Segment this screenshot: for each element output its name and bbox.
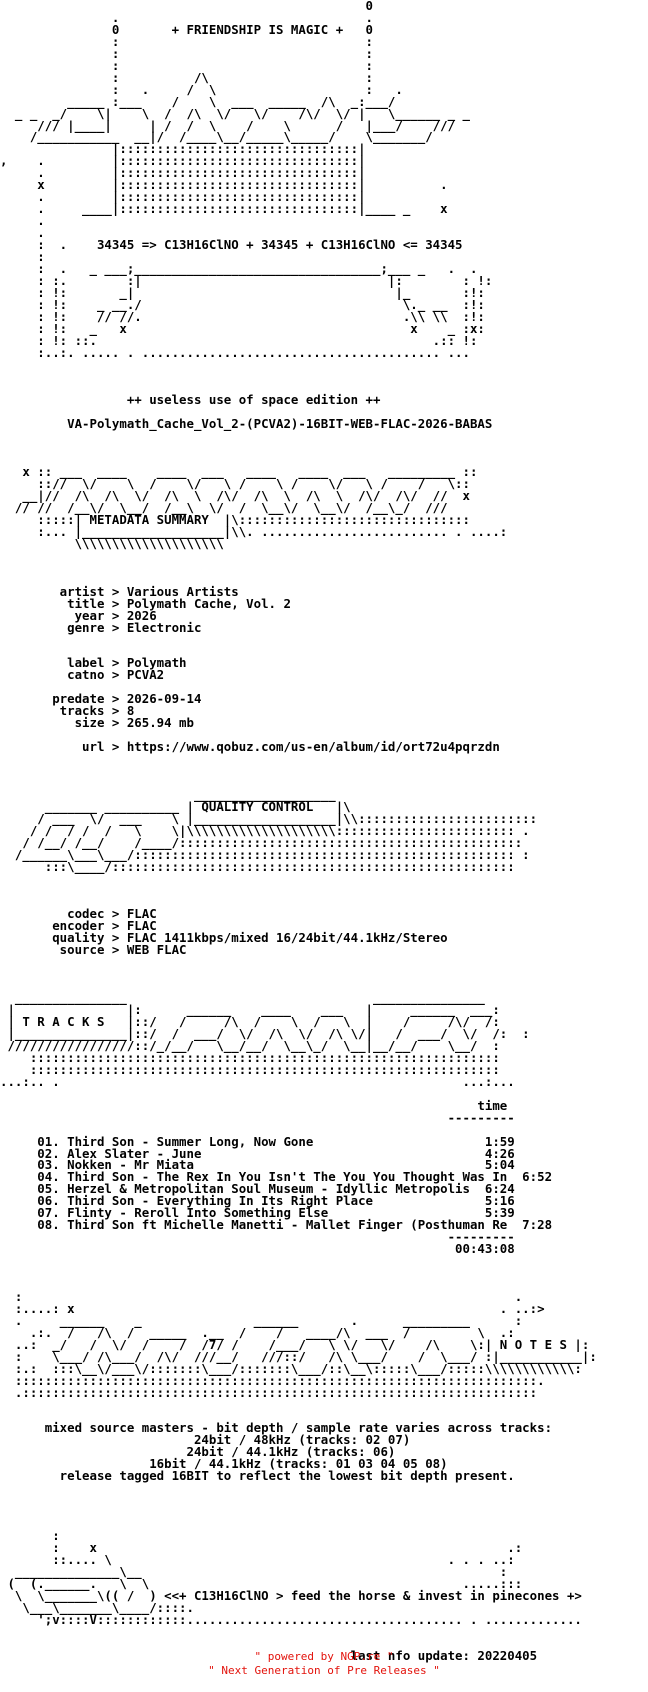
footer-powered-by: " powered by NGP.re " [254, 1650, 394, 1663]
footer-tagline: " Next Generation of Pre Releases " [208, 1664, 440, 1677]
